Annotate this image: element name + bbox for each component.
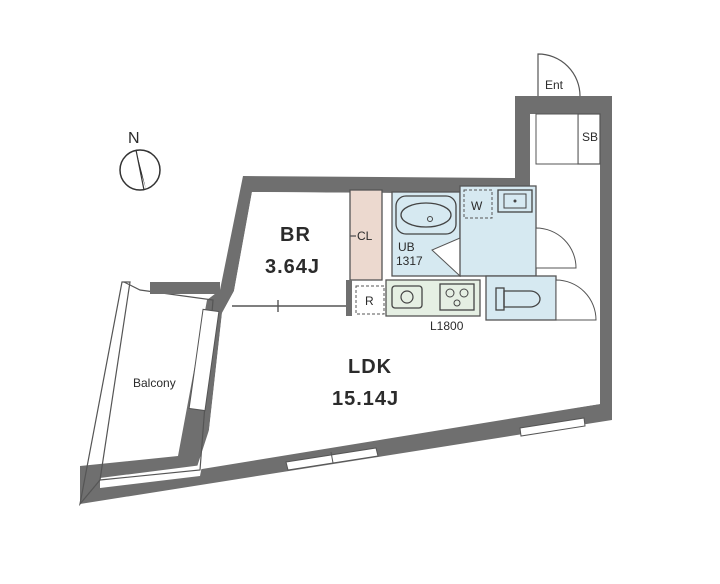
window-bottom-left bbox=[285, 447, 379, 471]
bathtub bbox=[395, 195, 457, 235]
tub-basin bbox=[400, 202, 452, 228]
window-bottom-right bbox=[519, 417, 586, 437]
washer-label: W bbox=[471, 199, 483, 213]
washer-pan bbox=[463, 189, 493, 219]
balcony-label: Balcony bbox=[133, 376, 176, 390]
toilet-bowl bbox=[503, 290, 541, 308]
entrance-door[interactable] bbox=[537, 53, 581, 97]
closet-label: CL bbox=[357, 229, 373, 243]
refrigerator-space bbox=[355, 285, 385, 315]
shoe-box-label: SB bbox=[582, 130, 598, 144]
outer-wall bbox=[80, 96, 612, 504]
kitchen-label: L1800 bbox=[430, 319, 464, 333]
compass-label: N bbox=[128, 130, 140, 147]
wash-basin bbox=[497, 189, 533, 213]
bedroom-area: 3.64J bbox=[265, 256, 320, 278]
bedroom-name: BR bbox=[280, 224, 311, 246]
closet bbox=[349, 189, 383, 281]
ldk-area: 15.14J bbox=[332, 388, 399, 410]
refrigerator-label: R bbox=[365, 294, 374, 308]
unit-bath-size: 1317 bbox=[396, 254, 423, 268]
sink bbox=[391, 285, 423, 309]
toilet-room bbox=[485, 275, 557, 321]
washroom-door[interactable] bbox=[535, 227, 577, 269]
balcony bbox=[78, 281, 220, 507]
ldk-name: LDK bbox=[348, 356, 392, 378]
unit-bath-name: UB bbox=[398, 240, 415, 254]
toilet-door[interactable] bbox=[555, 279, 597, 321]
stove bbox=[439, 283, 475, 311]
entrance-label: Ent bbox=[545, 78, 564, 92]
compass: N bbox=[119, 130, 161, 191]
entry-hall bbox=[535, 113, 579, 165]
bedroom-partition bbox=[232, 280, 352, 316]
